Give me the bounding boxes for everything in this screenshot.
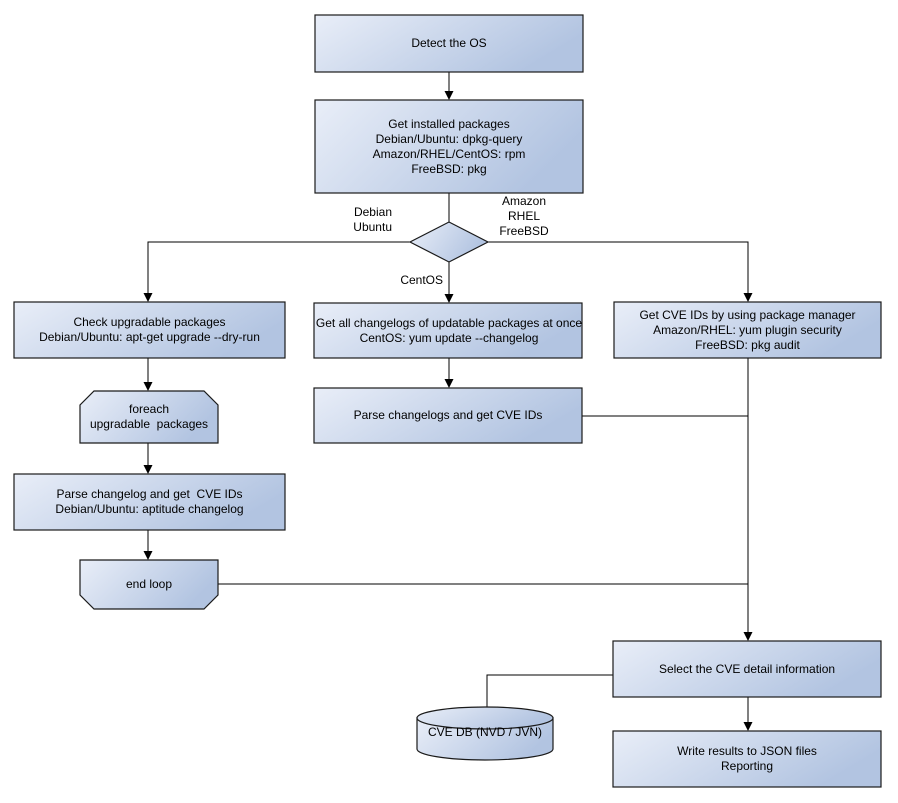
arrowhead-into-check-upgradable <box>143 293 153 302</box>
arrowheads-group <box>143 91 753 731</box>
cve-db-cylinder-body <box>416 717 554 761</box>
cve-db-cylinder-top <box>416 706 554 730</box>
edges-group <box>147 72 749 722</box>
get-installed-box <box>314 99 584 194</box>
os-decision-diamond <box>408 221 490 263</box>
parse-changelogs-box <box>313 387 583 444</box>
parse-changelog-box <box>13 473 286 531</box>
arrowhead-into-foreach <box>143 382 153 391</box>
get-cve-ids-box <box>613 301 882 359</box>
edge-decision-to-check-upgradable <box>147 241 410 293</box>
edge-decision-to-get-cve-ids <box>488 241 749 293</box>
arrowhead-into-select-cve <box>743 632 753 641</box>
arrowhead-into-parse-changelogs <box>444 379 454 388</box>
check-upgradable-box <box>13 301 286 359</box>
arrowhead-into-write-results <box>743 722 753 731</box>
get-all-changelogs-box <box>313 302 583 359</box>
arrowhead-into-get-cve-ids <box>743 293 753 302</box>
arrowhead-into-get-all-changelogs <box>444 294 454 303</box>
nodes-group <box>13 14 882 788</box>
arrowhead-into-installed <box>444 91 454 100</box>
edge-cve-db-to-select <box>486 674 613 708</box>
end-loop-shape <box>79 559 219 610</box>
arrowhead-into-end-loop <box>143 551 153 560</box>
detect-os-box <box>314 14 584 73</box>
arrowhead-into-parse-changelog <box>143 465 153 474</box>
select-cve-box <box>612 640 882 698</box>
foreach-loop-start-shape <box>79 390 219 444</box>
write-results-box <box>612 730 882 788</box>
